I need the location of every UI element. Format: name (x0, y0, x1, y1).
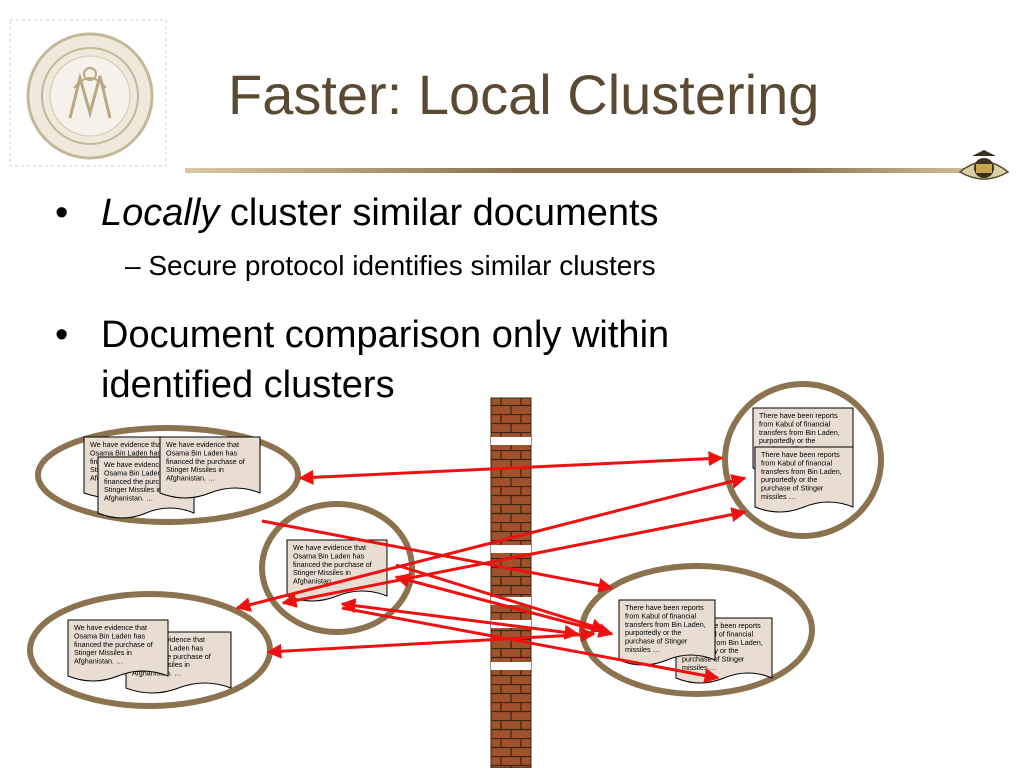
bullet-document-comparison: • Document comparison only within identif… (55, 310, 669, 410)
document-text-line: missiles … (761, 492, 796, 501)
sub-bullet-secure-protocol: – Secure protocol identifies similar clu… (125, 250, 656, 282)
document-text-line: from Kabul of financial (625, 611, 697, 620)
document-text-line: financed the purchase of (74, 640, 153, 649)
document-text-line: purportedly or the (625, 628, 681, 637)
document-text-line: missiles … (682, 663, 717, 672)
arrow (281, 507, 747, 608)
cluster-ring-right-top (722, 381, 884, 539)
document-text-line: transfers from Bin Laden, (761, 467, 842, 476)
document-text-line: Afghanistan. … (166, 474, 215, 483)
document-text-line: There have been reports (759, 411, 838, 420)
document-text-line: transfers from Bin Laden, (682, 638, 763, 647)
document-text-line: transfers from Bin Laden, (625, 620, 706, 629)
bullet-dot: • (55, 314, 69, 356)
bullet-locally: • Locally cluster similar documents (55, 192, 659, 235)
document-text-line: Afghanistan. … (104, 494, 153, 503)
document-text-line: There have been reports (682, 621, 761, 630)
document-text-line: Afghanistan. … (74, 657, 123, 666)
document-text-line: from Kabul of financial (682, 629, 754, 638)
document-text-line: Osama Bin Laden has (90, 448, 162, 457)
bullet-emphasis: Locally (101, 192, 220, 234)
title-divider (185, 168, 995, 173)
arrow (340, 598, 580, 640)
document-text-line: from Kabul of financial (761, 458, 833, 467)
document-text-line: purportedly or the (761, 475, 817, 484)
arrows (235, 451, 747, 683)
bullet-text: cluster similar documents (219, 192, 659, 234)
document-text-line: Afghanistan. … (132, 669, 181, 678)
document-text-line: Stinger Missiles in (74, 648, 132, 657)
bullet-text-line2: identified clusters (101, 364, 395, 406)
document-text-line: We have evidence that (166, 440, 239, 449)
university-seal-logo (9, 19, 167, 167)
bullet-dot: • (55, 192, 69, 234)
document-text-line: financed the purchase of (104, 477, 183, 486)
arrow (395, 563, 607, 634)
document-text-line: transfers from Bin Laden, (759, 428, 840, 437)
document-text-line: Stinger Missiles in (104, 485, 162, 494)
document-text-line: Osama Bin Laden has (104, 468, 176, 477)
document-text-line: We have evidence that (90, 440, 163, 449)
university-emblem-icon (958, 150, 1010, 180)
document-text-line: missiles … (625, 645, 660, 654)
document-text-line: purportedly or the (759, 436, 815, 445)
document-text-line: purchase of Stinger (761, 484, 824, 493)
sub-bullet-text: Secure protocol identifies similar clust… (148, 250, 656, 281)
arrow (266, 627, 596, 659)
bullet-text-line1: Document comparison only within (101, 314, 670, 356)
arrow (341, 606, 720, 683)
slide-title: Faster: Local Clustering (228, 63, 820, 126)
document-text-line: financed the purchase of (166, 457, 245, 466)
document-text-line: We have evidence that (104, 460, 177, 469)
sub-bullet-dash: – (125, 250, 149, 281)
document-text-line: from Kabul of financial (759, 419, 831, 428)
document-text-line: Stinger Missiles in (166, 465, 224, 474)
document-text-line: We have evidence that (74, 623, 147, 632)
document-text-line: Osama Bin Laden has (166, 448, 238, 457)
document-text-line: financed the purchase of (132, 652, 211, 661)
document-text-line: Osama Bin Laden has (74, 631, 146, 640)
document-text-line: purchase of Stinger (625, 637, 688, 646)
brick-wall (490, 397, 532, 768)
document-text-line: There have been reports (761, 450, 840, 459)
